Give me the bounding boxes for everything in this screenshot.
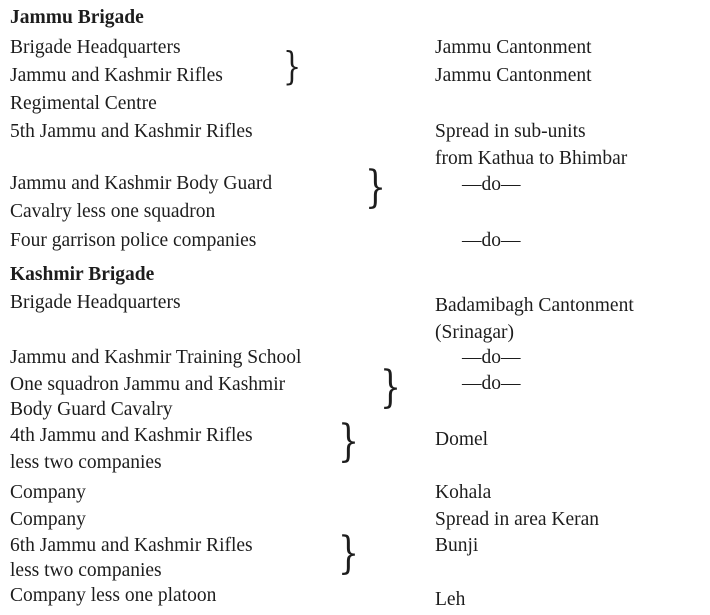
kashmir-left-3: One squadron Jammu and Kashmir [10,374,286,395]
jammu-left-2: Jammu and Kashmir Rifles [10,65,223,86]
jammu-left-1: Brigade Headquarters [10,37,181,58]
jammu-left-7: Four garrison police companies [10,230,257,251]
kashmir-right-4: —do— [462,373,521,394]
kashmir-left-9: 6th Jammu and Kashmir Rifles [10,535,253,556]
kashmir-right-9: Leh [435,589,466,610]
brace-4th-rifles: } [338,416,359,467]
jammu-right-4: from Kathua to Bhimbar [435,148,628,169]
kashmir-right-8: Bunji [435,535,479,556]
kashmir-left-10: less two companies [10,560,162,581]
jammu-right-5: —do— [462,174,521,195]
jammu-right-2: Jammu Cantonment [435,65,592,86]
brace-jammu-hq: } [283,44,302,88]
jammu-right-3: Spread in sub-units [435,121,586,142]
kashmir-right-7: Spread in area Keran [435,509,600,530]
kashmir-left-4: Body Guard Cavalry [10,399,173,420]
brace-body-guard: } [365,162,386,213]
jammu-left-6: Cavalry less one squadron [10,201,216,222]
kashmir-right-1: Badamibagh Cantonment [435,295,634,316]
kashmir-left-6: less two companies [10,452,162,473]
brace-squadron: } [380,362,401,413]
kashmir-left-5: 4th Jammu and Kashmir Rifles [10,425,253,446]
kashmir-left-1: Brigade Headquarters [10,292,181,313]
kashmir-left-8: Company [10,509,86,530]
kashmir-left-7: Company [10,482,86,503]
jammu-left-3: Regimental Centre [10,93,157,114]
jammu-brigade-heading: Jammu Brigade [10,7,144,28]
jammu-right-6: —do— [462,230,521,251]
kashmir-left-11: Company less one platoon [10,585,217,606]
kashmir-brigade-heading: Kashmir Brigade [10,264,155,285]
jammu-left-5: Jammu and Kashmir Body Guard [10,173,273,194]
kashmir-right-5: Domel [435,429,489,450]
jammu-left-4: 5th Jammu and Kashmir Rifles [10,121,253,142]
kashmir-right-3: —do— [462,347,521,368]
brace-6th-rifles: } [338,528,359,579]
kashmir-left-2: Jammu and Kashmir Training School [10,347,302,368]
kashmir-right-2: (Srinagar) [435,322,515,343]
jammu-right-1: Jammu Cantonment [435,37,592,58]
kashmir-right-6: Kohala [435,482,492,503]
